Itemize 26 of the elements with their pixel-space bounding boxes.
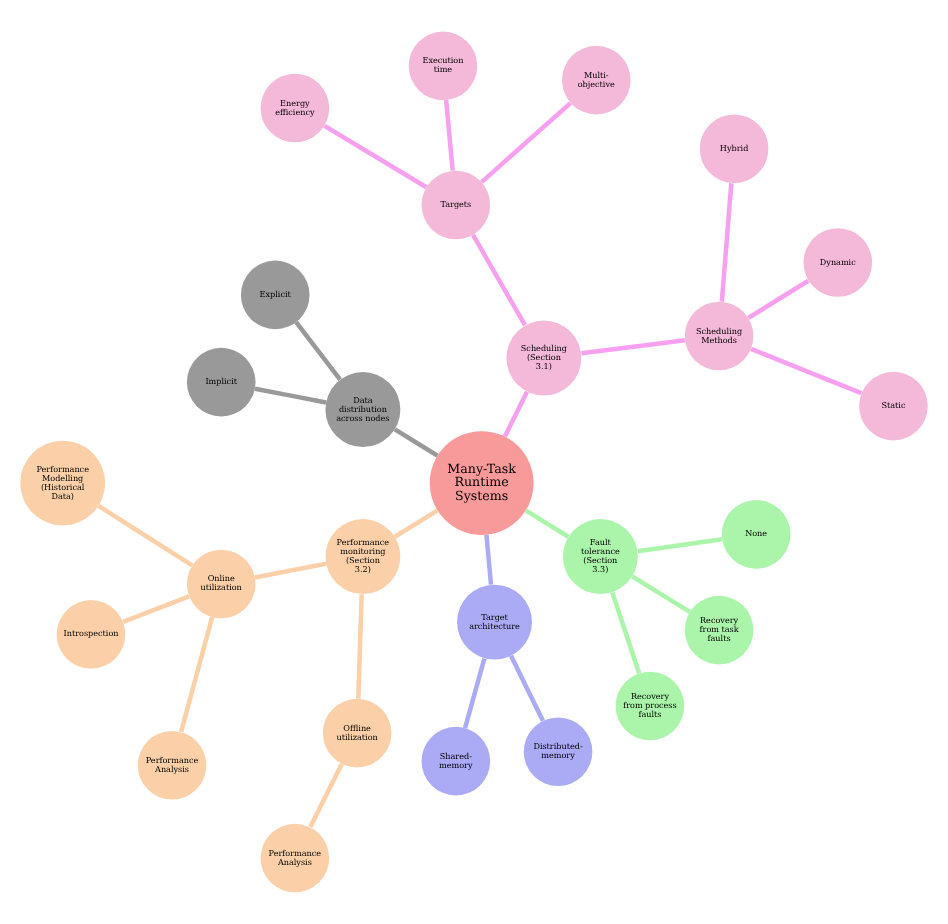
- connector: [610, 591, 642, 674]
- connector: [747, 278, 810, 320]
- connector: [323, 123, 428, 190]
- connector: [122, 594, 190, 624]
- connector: [484, 534, 494, 585]
- connector: [356, 594, 364, 699]
- connector: [719, 183, 734, 302]
- connector: [462, 657, 487, 729]
- connector: [631, 574, 691, 614]
- connector: [471, 233, 527, 327]
- connector: [393, 427, 439, 458]
- connector: [254, 561, 327, 580]
- connector: [502, 390, 530, 438]
- connector: [443, 99, 455, 171]
- connector: [393, 508, 439, 539]
- connector: [509, 654, 545, 722]
- connector: [294, 320, 342, 382]
- connector: [637, 537, 723, 554]
- connector: [97, 503, 194, 568]
- connector: [581, 338, 686, 356]
- connector: [308, 762, 344, 829]
- connector: [178, 616, 215, 733]
- connector: [524, 508, 570, 539]
- connector: [480, 101, 572, 184]
- connector: [750, 346, 863, 396]
- connector: [254, 386, 327, 405]
